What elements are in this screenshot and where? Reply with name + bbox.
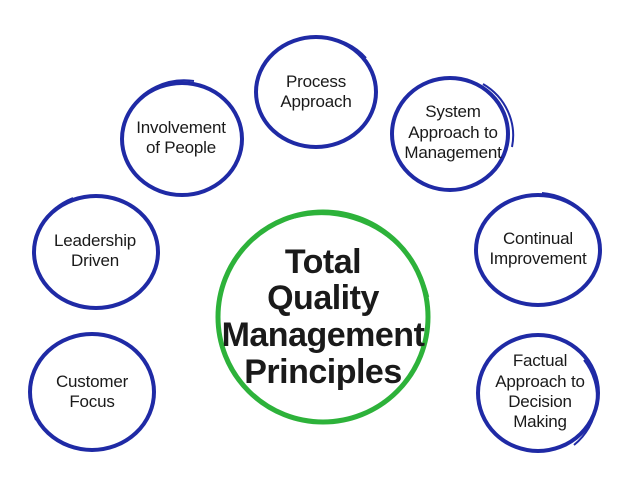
- principle-label: Continual Improvement: [489, 228, 587, 268]
- principle-system-approach: System Approach to Management: [388, 72, 518, 194]
- ring-icon: [476, 333, 600, 453]
- center-circle: Total Quality Management Principles: [208, 202, 438, 432]
- center-title: Total Quality Management Principles: [221, 242, 425, 391]
- principle-factual-approach: Factual Approach to Decision Making: [474, 330, 606, 454]
- ring-icon: [120, 79, 244, 197]
- ring-icon: [390, 76, 515, 192]
- principle-customer-focus: Customer Focus: [26, 330, 158, 454]
- principle-label: Involvement of People: [136, 117, 226, 157]
- ring-icon: [474, 192, 602, 307]
- ring-icon: [32, 194, 160, 310]
- center-ring-icon: [215, 209, 431, 425]
- ring-icon: [254, 35, 378, 149]
- principle-process-approach: Process Approach: [251, 33, 381, 151]
- principle-label: Factual Approach to Decision Making: [495, 351, 585, 432]
- principle-continual-improvement: Continual Improvement: [472, 190, 604, 308]
- principle-leadership-driven: Leadership Driven: [28, 190, 162, 312]
- principle-involvement-of-people: Involvement of People: [114, 77, 248, 199]
- principle-label: Customer Focus: [55, 371, 129, 411]
- ring-icon: [28, 332, 156, 452]
- principle-label: System Approach to Management: [404, 102, 502, 163]
- principle-label: Leadership Driven: [53, 230, 137, 270]
- principle-label: Process Approach: [280, 71, 352, 111]
